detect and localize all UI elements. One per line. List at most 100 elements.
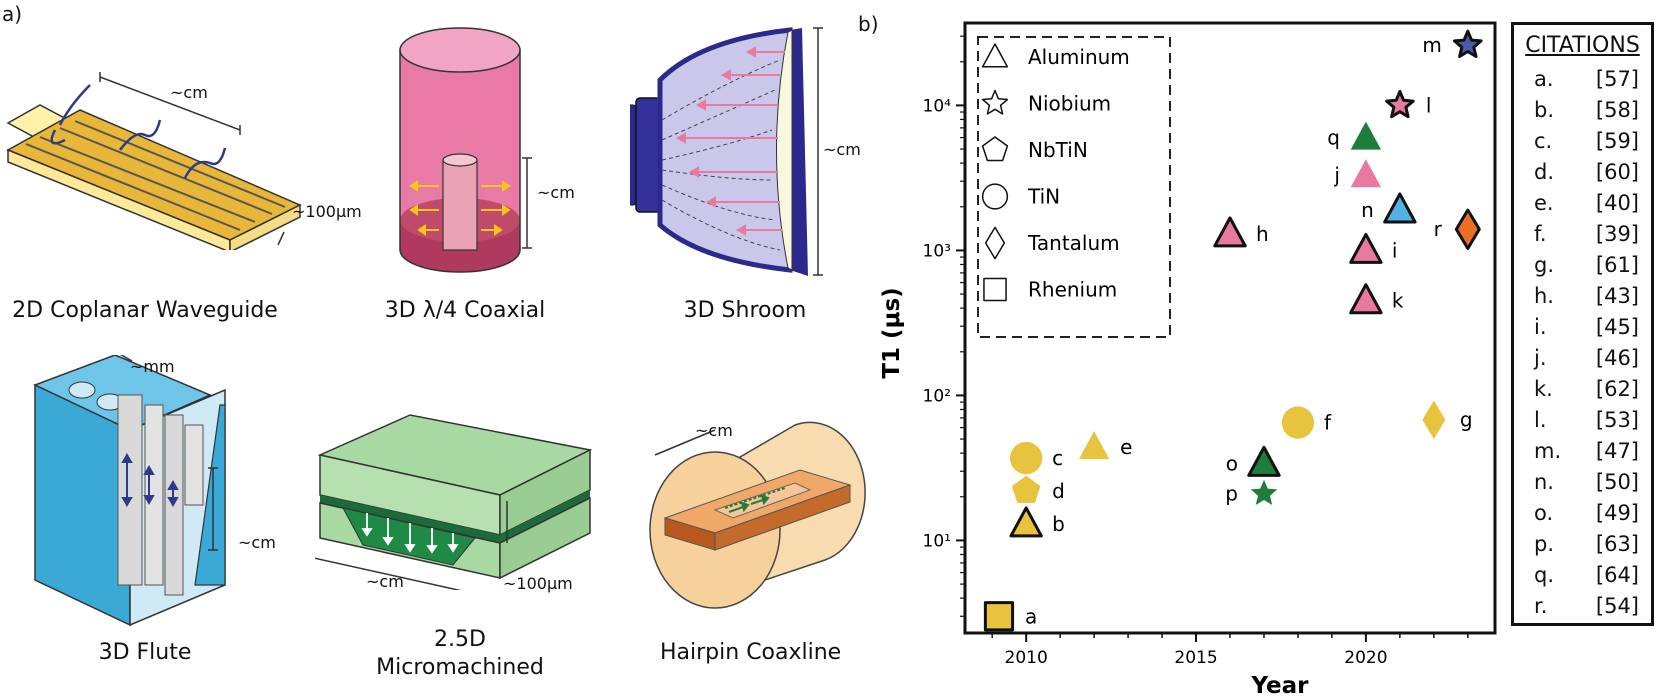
micromachined-illustration xyxy=(315,414,593,590)
citation-row: n.[50] xyxy=(1514,470,1651,501)
citation-row: k. [62] xyxy=(1514,377,1651,408)
point-p-marker xyxy=(1250,479,1278,505)
point-label: i xyxy=(1392,238,1398,262)
x-tick-label: 2015 xyxy=(1174,648,1217,668)
hairpin-caption: Hairpin Coaxline xyxy=(660,640,842,665)
cpw-width-label: ~100μm xyxy=(292,202,362,221)
cpw-length-label: ~cm xyxy=(170,83,208,102)
point-label: n xyxy=(1361,198,1374,222)
point-label: a xyxy=(1025,604,1037,628)
citation-row: a. [57] xyxy=(1514,67,1651,98)
citation-letter: h. xyxy=(1534,284,1554,308)
citation-letter: g. xyxy=(1534,253,1555,277)
point-label: r xyxy=(1434,217,1443,241)
point-c-marker xyxy=(1010,441,1043,475)
citation-row: j.[46] xyxy=(1514,346,1651,377)
point-h-marker xyxy=(1213,216,1247,248)
x-axis-title: Year xyxy=(1250,673,1309,699)
citation-letter: a. xyxy=(1534,67,1554,91)
cpw-caption: 2D Coplanar Waveguide xyxy=(12,298,278,323)
y-tick-label: 10¹ xyxy=(923,531,951,551)
point-r-marker xyxy=(1454,208,1481,250)
citation-letter: i. xyxy=(1534,315,1547,339)
citation-ref: [45] xyxy=(1595,315,1639,339)
citations-panel: CITATIONS a. [57] b. [58] c.[59]d. [60] e.[40]… xyxy=(1511,22,1654,626)
citation-letter: m. xyxy=(1534,439,1562,463)
citation-letter: r. xyxy=(1534,594,1548,618)
pentagon-icon xyxy=(981,136,1009,162)
citation-row: f.[39] xyxy=(1514,222,1651,253)
citation-letter: b. xyxy=(1534,98,1555,122)
citation-row: i. [45] xyxy=(1514,315,1651,346)
point-m-marker xyxy=(1453,29,1483,58)
point-label: j xyxy=(1333,163,1340,187)
citation-letter: n. xyxy=(1534,470,1554,494)
y-axis-title: T1 (μs) xyxy=(879,287,905,378)
citation-ref: [58] xyxy=(1595,98,1639,122)
micromachined-depth-label: ~100μm xyxy=(503,574,573,593)
legend-label: Aluminum xyxy=(1028,45,1130,69)
citation-ref: [59] xyxy=(1595,129,1639,153)
citation-letter: l. xyxy=(1534,408,1547,432)
star-icon xyxy=(981,89,1009,115)
legend-box xyxy=(977,36,1171,338)
y-tick-label: 10² xyxy=(923,386,951,406)
citation-ref: [40] xyxy=(1595,191,1639,215)
micromachined-length-label: ~cm xyxy=(366,572,404,591)
citation-ref: [47] xyxy=(1595,439,1639,463)
x-tick-label: 2020 xyxy=(1344,648,1387,668)
citation-row: d. [60] xyxy=(1514,160,1651,191)
citation-ref: [60] xyxy=(1595,160,1639,184)
citation-row: p.[63] xyxy=(1514,532,1651,563)
point-b-marker xyxy=(1009,506,1043,538)
citation-ref: [57] xyxy=(1595,67,1639,91)
flute-height-label: ~cm xyxy=(238,533,276,552)
point-q-marker xyxy=(1350,121,1382,150)
micromachined-caption: 2.5D Micromachined xyxy=(360,626,560,682)
point-i-marker xyxy=(1349,232,1383,264)
citation-row: h.[43] xyxy=(1514,284,1651,315)
flute-illustration xyxy=(33,355,226,627)
point-label: p xyxy=(1225,482,1238,506)
point-f-marker xyxy=(1281,406,1315,439)
citation-row: q. [64] xyxy=(1514,563,1651,594)
citation-row: c.[59] xyxy=(1514,129,1651,160)
legend-label: TiN xyxy=(1027,185,1060,209)
y-tick-label: 10⁴ xyxy=(923,96,952,116)
point-o-marker xyxy=(1247,445,1281,477)
diamond-icon xyxy=(984,226,1006,260)
point-k-marker xyxy=(1349,283,1383,315)
citation-ref: [61] xyxy=(1595,253,1639,277)
citation-letter: q. xyxy=(1534,563,1555,587)
citation-row: o.[49] xyxy=(1514,501,1651,532)
citation-letter: k. xyxy=(1534,377,1553,401)
square-icon xyxy=(983,277,1007,302)
citation-ref: [54] xyxy=(1595,594,1639,618)
coax-caption: 3D λ/4 Coaxial xyxy=(384,298,546,323)
citations-title: CITATIONS xyxy=(1525,33,1640,58)
point-label: e xyxy=(1120,435,1132,459)
citation-ref: [62] xyxy=(1595,377,1639,401)
point-label: c xyxy=(1052,446,1063,470)
point-label: g xyxy=(1460,408,1473,432)
point-d-marker xyxy=(1011,475,1041,503)
shroom-illustration xyxy=(630,27,823,276)
circle-icon xyxy=(981,183,1009,210)
legend-label: NbTiN xyxy=(1028,138,1088,162)
citation-letter: f. xyxy=(1534,222,1547,246)
citation-row: r. [54] xyxy=(1514,594,1651,625)
citation-ref: [64] xyxy=(1595,563,1639,587)
point-label: f xyxy=(1324,411,1332,435)
citation-row: e.[40] xyxy=(1514,191,1651,222)
point-g-marker xyxy=(1422,400,1446,439)
shroom-height-label: ~cm xyxy=(823,140,861,159)
citation-ref: [46] xyxy=(1595,346,1639,370)
point-n-marker xyxy=(1383,192,1417,224)
legend-label: Rhenium xyxy=(1028,278,1117,302)
citation-letter: d. xyxy=(1534,160,1555,184)
point-label: k xyxy=(1392,289,1404,313)
